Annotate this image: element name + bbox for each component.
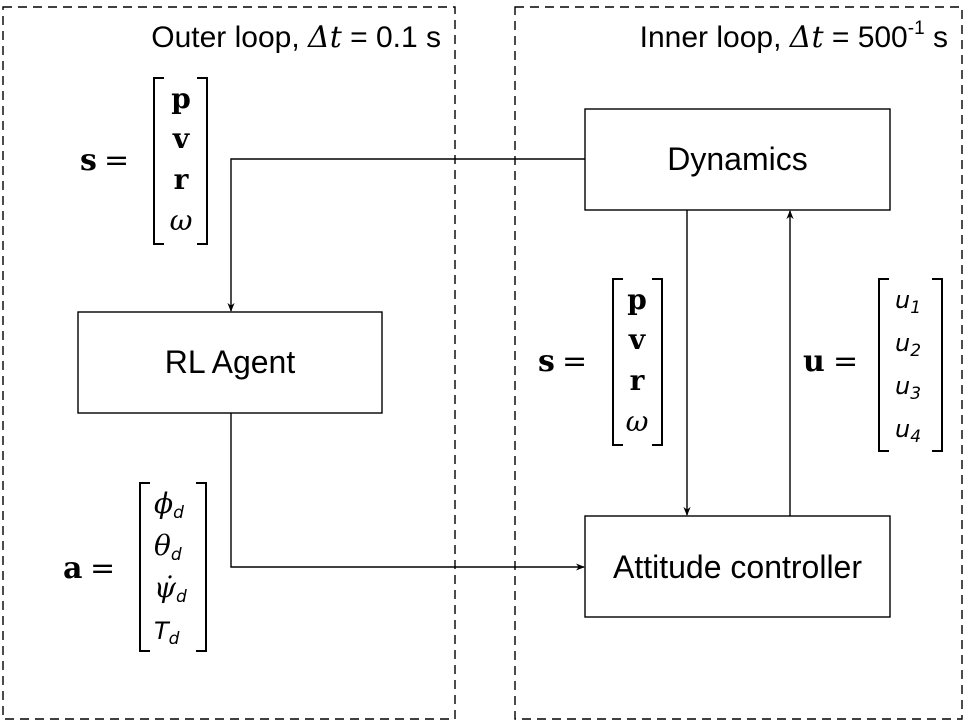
state-vector-outer: s = p v r ω (80, 77, 208, 245)
vector-entry-angular-rate: ω (626, 405, 649, 438)
dynamics-block: Dynamics (584, 108, 891, 211)
left-bracket (139, 482, 150, 652)
action-entry-roll: ϕd (154, 487, 184, 523)
dynamics-label: Dynamics (667, 141, 807, 177)
control-entry-u2: u2 (895, 329, 921, 361)
control-entry-u4: u4 (895, 415, 921, 447)
right-bracket (932, 278, 943, 452)
vector-entry-rotation: r (630, 364, 646, 397)
action-entry-yaw-rate: ψ̇d (154, 571, 187, 607)
left-bracket (612, 278, 623, 446)
attitude-controller-block: Attitude controller (584, 515, 891, 618)
left-bracket (878, 278, 889, 452)
inner-loop-title: Inner loop, Δt = 500-1 s (640, 18, 948, 55)
rl-agent-label: RL Agent (165, 344, 296, 380)
state-vector-inner: s = p v r ω (538, 278, 663, 446)
vector-entry-rotation: r (174, 163, 190, 196)
action-vector: a = ϕd θd ψ̇d Td (63, 482, 207, 652)
outer-loop-title: Outer loop, Δt = 0.1 s (151, 20, 441, 55)
equals-sign: = (90, 551, 115, 586)
vector-entry-angular-rate: ω (170, 204, 193, 237)
state-vector-name: s (80, 143, 97, 178)
control-entry-u1: u1 (895, 286, 921, 318)
right-bracket (652, 278, 663, 446)
right-bracket (197, 77, 208, 245)
equals-sign: = (562, 344, 587, 379)
arrow-dynamics-to-rl-agent (227, 158, 585, 312)
vector-entry-velocity: v (172, 122, 190, 155)
action-vector-name: a (63, 551, 82, 586)
arrow-rl-agent-to-attitude-controller (230, 413, 585, 571)
vector-entry-position: p (627, 283, 647, 316)
equals-sign: = (104, 143, 129, 178)
action-entry-pitch: θd (154, 529, 182, 565)
control-vector: u = u1 u2 u3 u4 (803, 278, 943, 452)
vector-entry-position: p (171, 82, 191, 115)
action-entry-thrust: Td (154, 617, 180, 649)
outer-loop-region (2, 6, 456, 720)
state-vector-name: s (538, 344, 555, 379)
control-vector-name: u (803, 344, 825, 379)
equals-sign: = (833, 344, 858, 379)
attitude-controller-label: Attitude controller (613, 549, 862, 585)
vector-entry-velocity: v (628, 323, 646, 356)
rl-agent-block: RL Agent (77, 311, 383, 414)
control-entry-u3: u3 (895, 372, 921, 404)
right-bracket (196, 482, 207, 652)
inner-loop-region (514, 6, 963, 720)
left-bracket (153, 77, 164, 245)
